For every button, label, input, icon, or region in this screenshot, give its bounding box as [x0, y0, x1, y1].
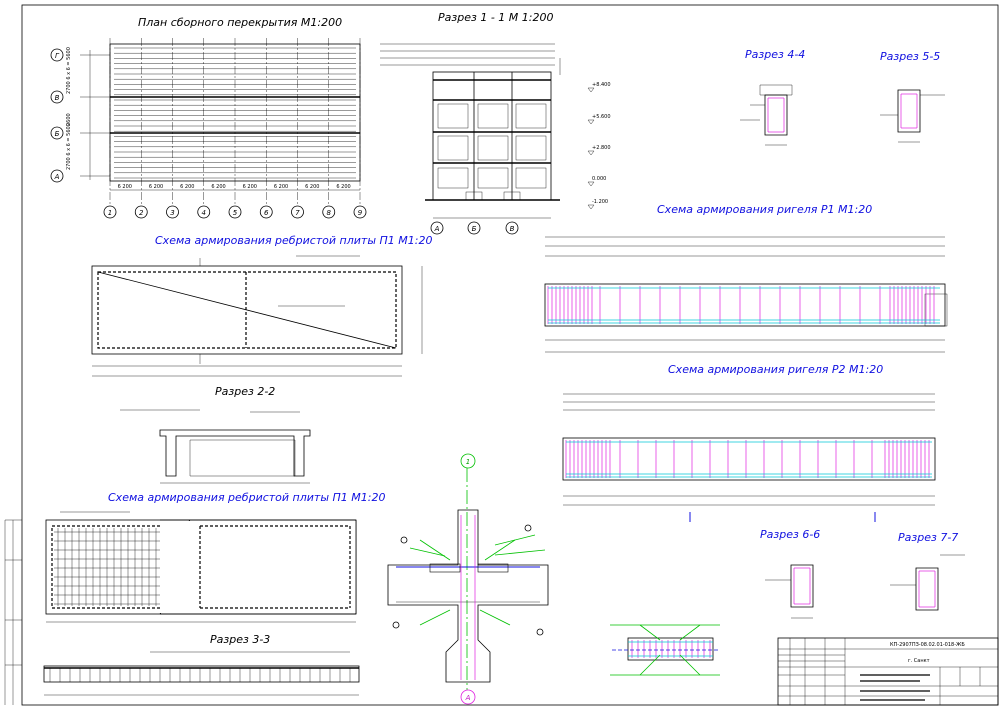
scheme-p1-bottom-title: Схема армирования ребристой плиты П1 М1:…: [108, 491, 385, 504]
axis-bubble: [103, 205, 117, 219]
axis-bubble: [322, 205, 336, 219]
axis-bubble: [228, 205, 242, 219]
detail-axis-bottom-label: А: [465, 694, 471, 702]
section-5-5-title: Разрез 5-5: [880, 50, 940, 63]
joint-detail: 1 А: [387, 453, 549, 705]
section-1-1: [380, 43, 561, 219]
dimension-label: 6 200: [149, 184, 163, 190]
title-block: КП-2907ПЗ-08.02.01-018-ЖБ г. Санкт: [777, 637, 999, 706]
axis-a: А: [434, 225, 440, 233]
svg-text:2700 6 x 6 = 5600: 2700 6 x 6 = 5600: [66, 123, 72, 170]
axis-number-label: 6: [264, 209, 269, 217]
axis-number-label: 7: [295, 209, 300, 217]
axis-number-label: 2: [139, 209, 144, 217]
section-3-3-title: Разрез 3-3: [210, 633, 270, 646]
axis-bubble: [197, 205, 211, 219]
axis-bubble: [259, 205, 273, 219]
dimension-label: 6 200: [243, 184, 257, 190]
section-2-2: [120, 409, 311, 484]
section-6-6-title: Разрез 6-6: [760, 528, 820, 541]
axis-number-label: 5: [233, 209, 238, 217]
slab-p1-reinforcement: [45, 511, 357, 623]
drawing-code: КП-2907ПЗ-08.02.01-018-ЖБ: [890, 642, 965, 648]
level-mark: +5.600: [592, 114, 611, 120]
plan-axis-numbers: 1 2 3 4 5 6 7 8 9: [103, 205, 367, 219]
dimension-label: 6 200: [336, 184, 350, 190]
level-mark: +2.800: [592, 145, 611, 151]
section-7-7-title: Разрез 7-7: [898, 531, 958, 544]
plan-axis-letters: Г В Б А: [50, 48, 64, 183]
axis-b: Б: [55, 130, 60, 138]
dimension-label: 6 200: [211, 184, 225, 190]
level-mark: -1.200: [592, 199, 608, 205]
node-detail: [610, 624, 720, 676]
axis-g: Г: [55, 52, 60, 60]
dimension-label: 6 200: [274, 184, 288, 190]
section-4-4: [740, 84, 793, 146]
axis-bubble: [353, 205, 367, 219]
section-3-3: [43, 651, 360, 696]
level-mark: +8.400: [592, 82, 611, 88]
axis-v: В: [510, 225, 515, 233]
dimension-label: 6 200: [305, 184, 319, 190]
axis-number-label: 1: [108, 209, 112, 217]
girder-r2: [562, 393, 936, 522]
sheet-frame: [4, 4, 999, 706]
slab-p1-plan: [91, 255, 423, 377]
scheme-r1-title: Схема армирования ригеля Р1 М1:20: [657, 203, 872, 216]
scheme-p1-top-title: Схема армирования ребристой плиты П1 М1:…: [155, 234, 432, 247]
dimension-label: 6 200: [118, 184, 132, 190]
scheme-r2-title: Схема армирования ригеля Р2 М1:20: [668, 363, 883, 376]
girder-r1: [544, 236, 948, 353]
axis-number-label: 9: [358, 209, 363, 217]
axis-bubble: [166, 205, 179, 219]
axis-bubble: [134, 205, 148, 219]
level-mark: 0.000: [592, 176, 606, 182]
svg-text:2600: 2600: [66, 113, 72, 126]
section-1-1-title: Разрез 1 - 1 М 1:200: [438, 11, 553, 24]
axis-number-label: 3: [170, 209, 174, 217]
section-7-7: [890, 554, 965, 611]
detail-axis-label: 1: [466, 458, 470, 466]
section-1-1-levels: +8.400 +5.600 +2.800 0.000 -1.200: [587, 82, 611, 210]
section-2-2-title: Разрез 2-2: [215, 385, 275, 398]
section-5-5: [880, 89, 945, 143]
axis-number-label: 4: [202, 209, 206, 217]
axis-number-label: 8: [327, 209, 332, 217]
axis-v: В: [55, 94, 60, 102]
dimension-label: 6 200: [180, 184, 194, 190]
section-4-4-title: Разрез 4-4: [745, 48, 805, 61]
axis-bubble: [291, 205, 304, 219]
svg-text:2700 6 x 6 = 5600: 2700 6 x 6 = 5600: [66, 47, 72, 94]
section-6-6: [765, 564, 814, 619]
axis-b: Б: [472, 225, 477, 233]
section-1-1-axes: А Б В: [430, 221, 519, 235]
plan-title: План сборного перекрытия М1:200: [138, 16, 342, 29]
city-label: г. Санкт: [908, 658, 930, 664]
floor-plan: 2700 6 x 6 = 5600 2600 2700 6 x 6 = 5600…: [66, 38, 361, 205]
axis-a: А: [54, 173, 60, 181]
